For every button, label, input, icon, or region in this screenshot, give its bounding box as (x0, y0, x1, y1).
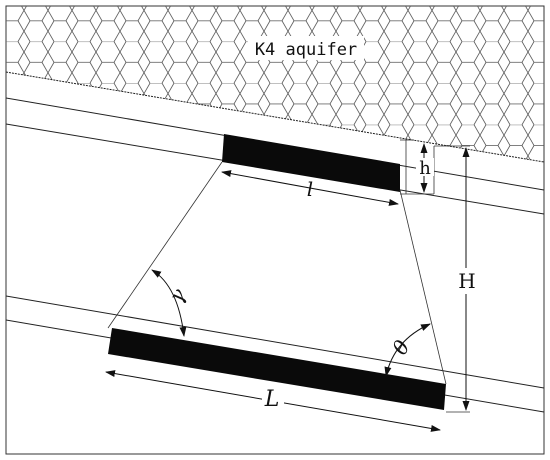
aquifer-bottom-boundary (6, 71, 544, 163)
l-label: l (307, 177, 313, 201)
h-label: h (419, 158, 431, 179)
aquifer-label-box (248, 36, 364, 60)
h-label-box (416, 158, 434, 176)
L-label-box (262, 384, 284, 410)
stratum-line-3 (6, 295, 544, 389)
gamma-angle-arc (151, 269, 187, 337)
H-label: H (458, 269, 475, 293)
theta-angle-arc (384, 323, 431, 377)
H-label-box (456, 268, 478, 294)
l-dimension-arrow (221, 170, 399, 206)
L-label: L (264, 387, 280, 412)
aquifer-layer (6, 6, 544, 162)
left-caving-line (107, 161, 223, 329)
right-caving-line (399, 189, 447, 385)
aquifer-label: K4 aquifer (255, 40, 357, 60)
